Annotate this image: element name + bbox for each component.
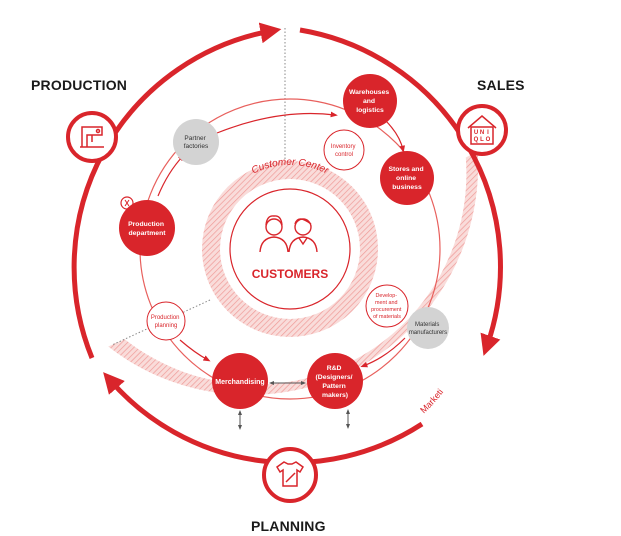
node-stores: Stores and online business <box>380 151 434 205</box>
phase-label-sales: SALES <box>477 77 525 93</box>
sales-icon-badge <box>456 104 508 156</box>
node-merchandising: Merchandising <box>212 353 268 409</box>
svg-text:U: U <box>474 130 478 136</box>
svg-text:Production department: Production department <box>128 221 166 237</box>
svg-text:Inventory control: Inventory control <box>331 144 357 158</box>
svg-text:L: L <box>480 137 484 143</box>
svg-text:Q: Q <box>474 137 479 143</box>
arrow-warehouses-to-stores <box>384 119 405 153</box>
sewing-machine-icon <box>80 126 104 148</box>
arrow-production-to-partner <box>157 153 185 197</box>
arrow-development-to-rnd <box>360 337 406 368</box>
planning-icon-badge <box>262 447 318 503</box>
node-warehouses: Warehouses and logistics <box>343 74 397 128</box>
node-production-planning: Production planning <box>146 301 186 341</box>
node-development: Develop- ment and procurement of materia… <box>365 284 409 328</box>
svg-text:Develop- ment and: Develop- ment and procurement of materia… <box>371 293 403 320</box>
svg-text:Partner factories: Partner factories <box>184 135 209 150</box>
svg-text:I: I <box>487 130 489 136</box>
svg-text:Materials manufacturers: Materials manufacturers <box>409 322 447 336</box>
node-rnd: R&D (Designers/ Pattern makers) <box>307 353 363 409</box>
customers-icon <box>259 215 318 253</box>
customers-label: CUSTOMERS <box>252 267 328 281</box>
svg-text:Stores and online: Stores and online business <box>388 166 425 191</box>
phase-label-planning: PLANNING <box>251 518 326 534</box>
customer-center-core-outline <box>229 188 351 310</box>
arrow-partner-to-warehouses <box>216 111 338 134</box>
store-sign-letters: U N I Q L O <box>474 130 491 143</box>
svg-text:O: O <box>486 137 491 143</box>
tshirt-pencil-icon <box>276 461 304 487</box>
svg-text:Warehouses and log: Warehouses and logistics <box>349 89 391 114</box>
store-icon <box>467 115 497 145</box>
svg-text:Production planning: Production planning <box>151 315 181 329</box>
node-partner-factories: Partner factories <box>173 119 219 165</box>
svg-text:N: N <box>480 130 484 136</box>
outer-ring-arc-planning-production <box>103 372 424 466</box>
phase-label-production: PRODUCTION <box>31 77 128 93</box>
node-materials-manufacturers: Materials manufacturers <box>407 307 449 349</box>
svg-text:Merchandising: Merchandising <box>215 379 264 386</box>
svg-text:R&D (Designers/ Pa: R&D (Designers/ Pattern makers) <box>316 365 355 399</box>
arrow-planning-to-merch <box>179 339 211 362</box>
node-production-department: Production department <box>119 200 175 256</box>
node-inventory-control: Inventory control <box>323 129 365 171</box>
